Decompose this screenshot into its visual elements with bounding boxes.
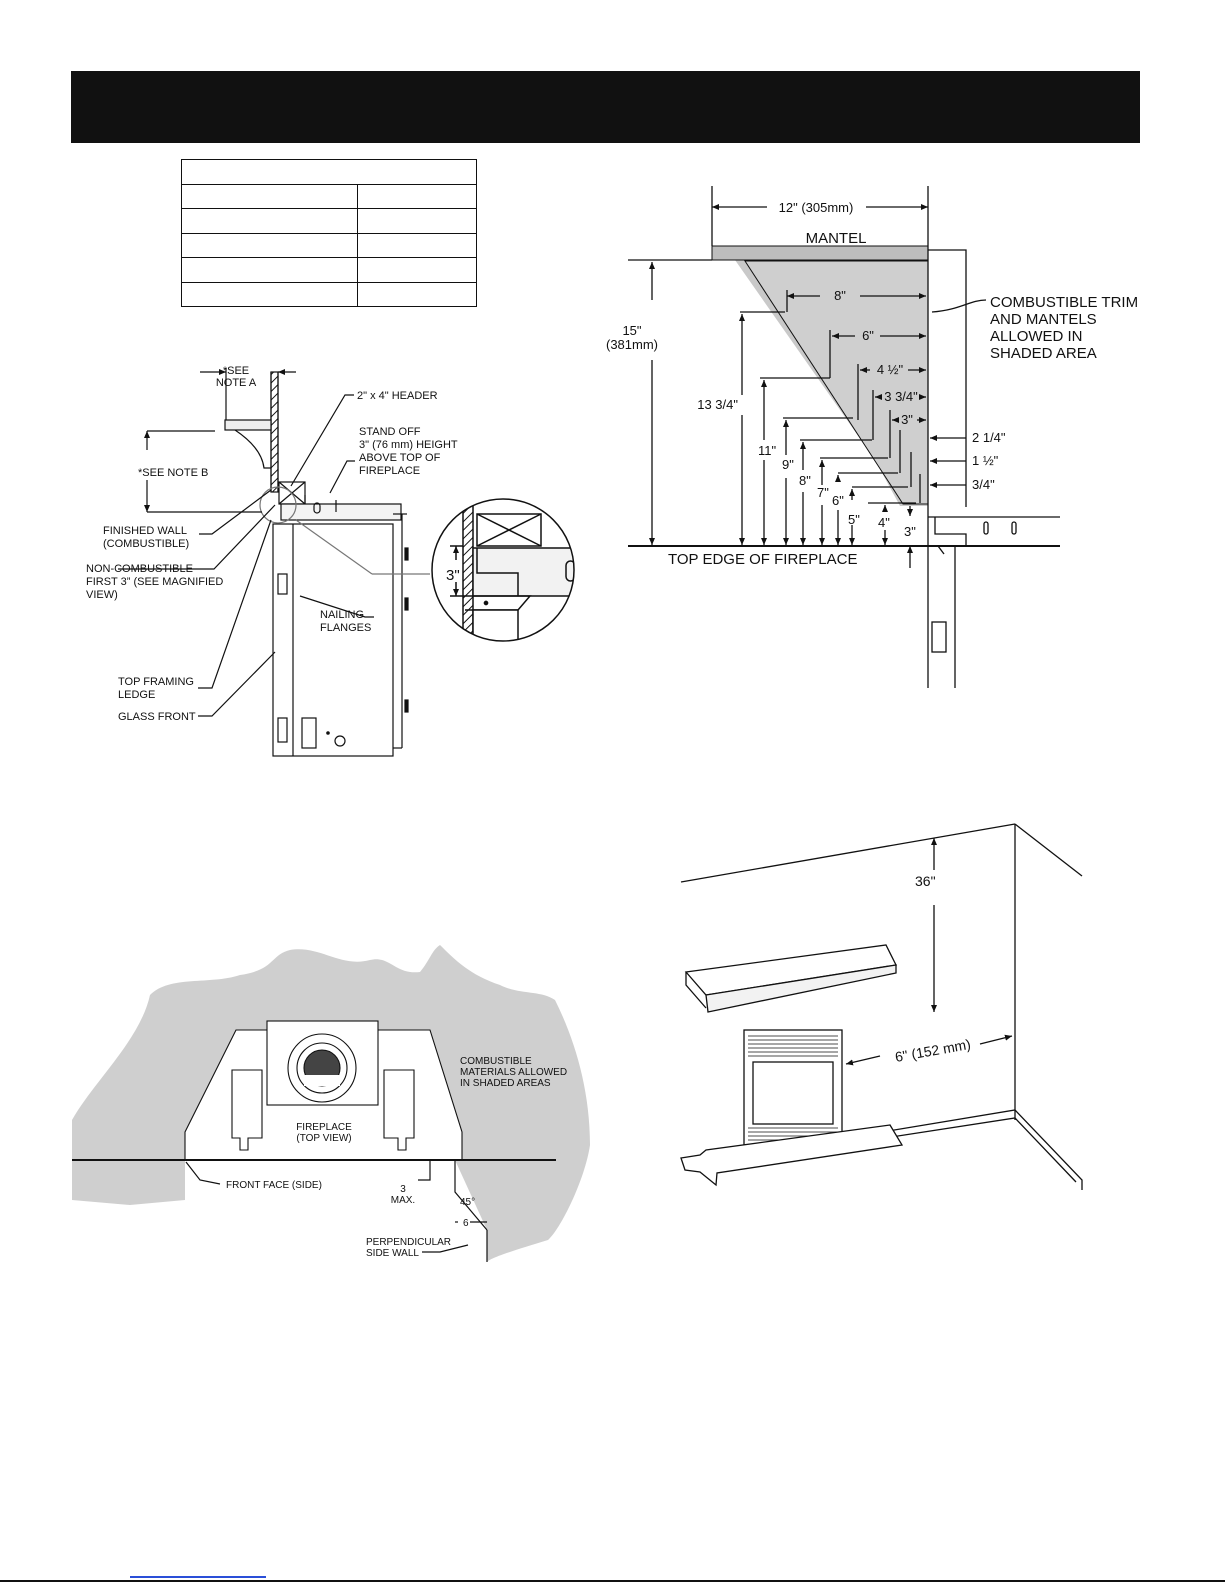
finished-wall-label: FINISHED WALL(COMBUSTIBLE) xyxy=(103,525,189,550)
mantel-clearance-diagram xyxy=(628,186,1060,688)
front-face-label: FRONT FACE (SIDE) xyxy=(226,1180,322,1191)
mantel-shape xyxy=(224,419,272,431)
note-b-label: *SEE NOTE B xyxy=(138,467,208,479)
depth-step-3: 3 3/4" xyxy=(884,389,918,404)
magnified-dim-label: 3" xyxy=(446,567,460,584)
table-row xyxy=(181,257,477,283)
side-view-diagram xyxy=(118,368,430,757)
top-view-diagram xyxy=(72,945,590,1262)
top-edge-label: TOP EDGE OF FIREPLACE xyxy=(668,551,858,568)
height-step-8: 3" xyxy=(904,524,916,539)
header-label: 2" x 4" HEADER xyxy=(357,390,438,402)
height-step-1: 11" xyxy=(758,443,776,458)
height-step-2: 9" xyxy=(782,457,794,472)
depth-step-6: 1 ½" xyxy=(972,453,999,468)
top-framing-ledge-shape xyxy=(280,503,402,521)
height-step-6: 5" xyxy=(848,512,860,527)
section-header-bar xyxy=(71,71,1140,143)
depth-step-1: 6" xyxy=(862,328,874,343)
height-step-5: 6" xyxy=(832,493,844,508)
room-view-labels: 36" 6" (152 mm) xyxy=(894,873,972,1065)
table-row xyxy=(181,232,477,258)
spec-table-title xyxy=(181,159,477,185)
mantel-label: MANTEL xyxy=(806,230,867,247)
height-step-7: 4" xyxy=(878,515,890,530)
table-row xyxy=(181,208,477,234)
fireplace-top-label: FIREPLACE(TOP VIEW) xyxy=(296,1122,352,1144)
total-height-label: 15"(381mm) xyxy=(606,323,658,352)
finished-wall-hatch xyxy=(270,371,279,493)
mantel-depth-label: 12" (305mm) xyxy=(779,200,854,215)
depth-step-0: 8" xyxy=(834,288,846,303)
room-perspective-diagram xyxy=(680,823,1083,1190)
table-row xyxy=(181,281,477,307)
angle-label: 45° xyxy=(460,1197,475,1208)
depth-step-2: 4 ½" xyxy=(877,362,904,377)
room-side-dim: 6" (152 mm) xyxy=(894,1036,972,1065)
depth-step-5: 2 1/4" xyxy=(972,430,1006,445)
height-step-0: 13 3/4" xyxy=(697,397,738,412)
depth-step-4: 3" xyxy=(901,412,913,427)
footer-link-underline[interactable] xyxy=(130,1576,266,1578)
glass-front-label: GLASS FRONT xyxy=(118,711,196,723)
mantel-chart-labels: 12" (305mm) MANTEL 15"(381mm) COMBUSTIBL… xyxy=(606,200,1138,568)
side-dim-label: 6 xyxy=(463,1218,469,1229)
depth-step-7: 3/4" xyxy=(972,477,995,492)
fireplace-body-side xyxy=(272,523,394,757)
footer-rule xyxy=(0,1580,1225,1582)
mantel-board xyxy=(711,245,929,261)
height-step-3: 8" xyxy=(799,473,811,488)
magnified-view xyxy=(431,498,575,642)
height-step-4: 7" xyxy=(817,485,829,500)
room-height-dim: 36" xyxy=(915,873,936,889)
spec-table xyxy=(181,159,477,307)
